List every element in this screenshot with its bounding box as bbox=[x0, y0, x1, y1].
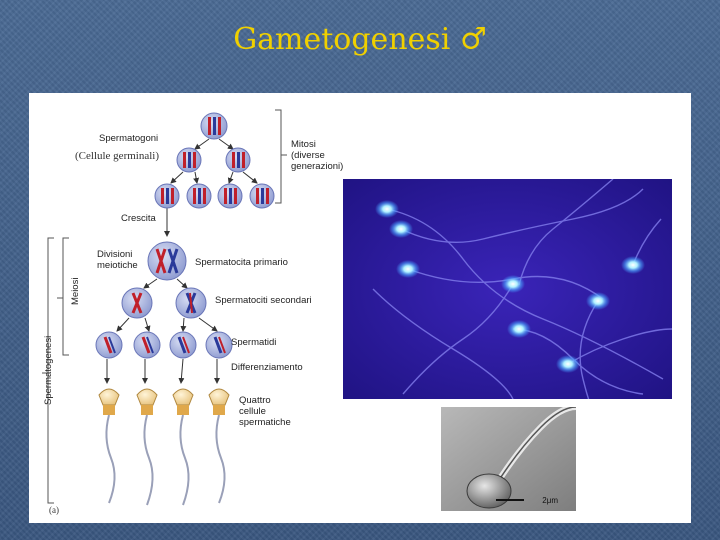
figure-panel: Spermatogoni (Cellule germinali) Mitosi … bbox=[29, 93, 691, 523]
spermatogonium-cell bbox=[225, 147, 251, 173]
spermatogenesis-diagram bbox=[42, 109, 287, 506]
scale-bar-label: 2μm bbox=[542, 496, 558, 505]
sperm-micrograph-image bbox=[343, 179, 672, 399]
spermatogonium-cell bbox=[200, 112, 228, 140]
spermatogonium-cell bbox=[249, 183, 275, 209]
sperm-cell bbox=[172, 388, 194, 506]
label-mitosi: Mitosi (diverse generazioni) bbox=[291, 139, 344, 172]
sperm-electron-micrograph: 2μm bbox=[441, 407, 576, 511]
spermatogonium-cell bbox=[176, 147, 202, 173]
label-meiosi: Meiosi bbox=[70, 277, 81, 305]
sperm-electron-micrograph-image bbox=[441, 407, 576, 511]
label-spermatogoni: Spermatogoni bbox=[99, 133, 159, 144]
secondary-spermatocyte-cell bbox=[175, 287, 207, 319]
sperm-micrograph bbox=[343, 179, 672, 399]
spermatid-cell bbox=[95, 331, 123, 359]
slide-title: Gametogenesi ♂ bbox=[233, 22, 487, 57]
sperm-cell bbox=[98, 388, 120, 504]
sperm-cell bbox=[208, 388, 230, 504]
label-spermatocita-primario: Spermatocita primario bbox=[195, 257, 288, 268]
spermatid-cell bbox=[133, 331, 161, 359]
spermatid-cell bbox=[169, 331, 197, 359]
spermatogonium-cell bbox=[186, 183, 212, 209]
primary-spermatocyte-cell bbox=[147, 241, 187, 281]
label-quattro-cellule: Quattro cellule spermatiche bbox=[239, 395, 291, 428]
secondary-spermatocyte-cell bbox=[121, 287, 153, 319]
spermatogonium-cell bbox=[217, 183, 243, 209]
spermatid-cell bbox=[205, 331, 233, 359]
label-spermatociti-secondari: Spermatociti secondari bbox=[215, 295, 312, 306]
sperm-cell bbox=[136, 388, 158, 506]
label-cellule-germinali: (Cellule germinali) bbox=[75, 150, 159, 162]
label-differenziamento: Differenziamento bbox=[231, 362, 303, 373]
label-crescita: Crescita bbox=[121, 213, 156, 224]
label-divisioni-meiotiche: Divisioni meiotiche bbox=[97, 249, 138, 271]
spermatogonium-cell bbox=[154, 183, 180, 209]
label-spermatogenesi: Spermatogenesi bbox=[43, 335, 54, 405]
label-spermatidi: Spermatidi bbox=[231, 337, 277, 348]
label-panel-letter: (a) bbox=[49, 505, 59, 515]
